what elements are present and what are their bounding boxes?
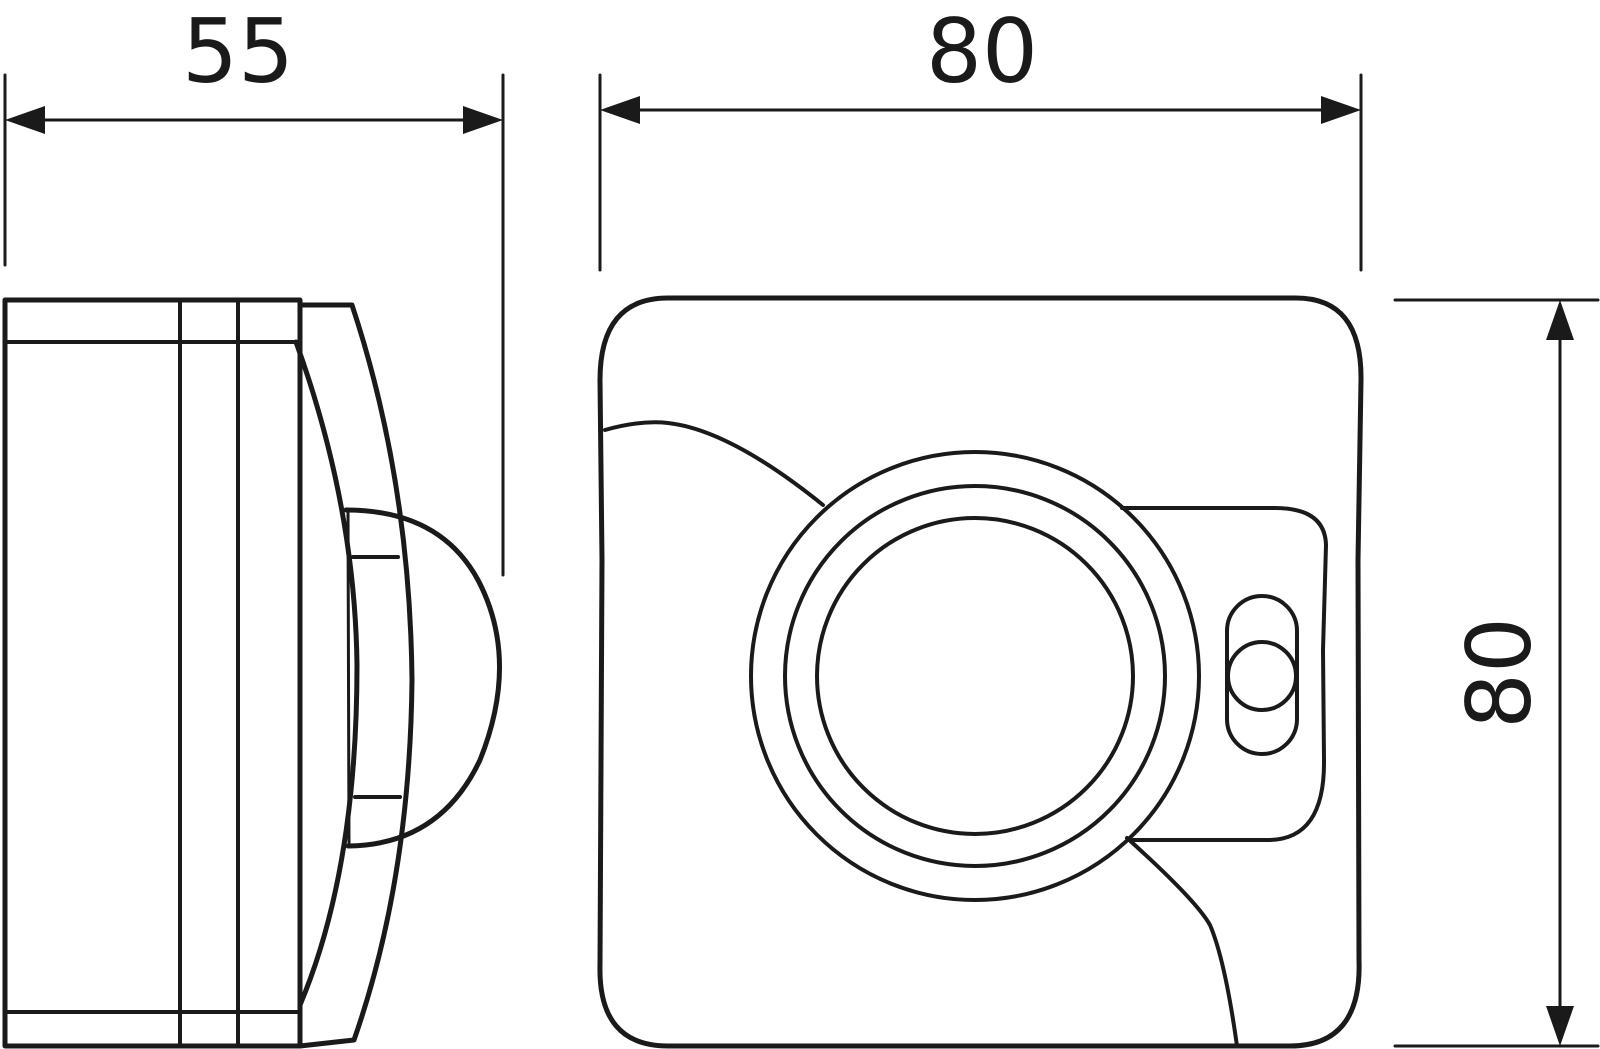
dimension-label-front-width: 80 xyxy=(926,0,1038,103)
arrow-left-icon xyxy=(600,96,640,124)
dimension-label-side-width: 55 xyxy=(182,0,294,103)
arrow-down-icon xyxy=(1546,1006,1574,1046)
side-body-outline xyxy=(2,297,303,1049)
front-adjustment-knob xyxy=(1226,640,1298,712)
dimension-front-width: 80 xyxy=(598,0,1363,272)
side-view xyxy=(2,297,502,1049)
arrow-up-icon xyxy=(1546,300,1574,340)
dimension-front-height: 80 xyxy=(1393,298,1600,1048)
dimension-label-front-height: 80 xyxy=(1448,617,1551,729)
front-sensor-outer-ring xyxy=(749,450,1201,902)
arrow-right-icon xyxy=(1321,96,1361,124)
side-lens-base xyxy=(346,508,351,848)
side-lens-dome xyxy=(343,507,502,849)
arrow-right-icon xyxy=(463,106,503,134)
dimension-side-width: 55 xyxy=(3,0,505,577)
arrow-left-icon xyxy=(5,106,45,134)
side-cover-outer-profile xyxy=(297,302,415,1049)
front-adjustment-slot xyxy=(1225,594,1299,756)
front-sweep-lower xyxy=(1125,836,1239,1048)
front-sweep-upper xyxy=(603,420,825,507)
front-sensor-middle-ring xyxy=(783,484,1167,868)
front-view xyxy=(597,295,1364,1049)
front-sensor-lens xyxy=(815,516,1135,836)
front-control-panel xyxy=(1120,506,1328,842)
front-housing-outline xyxy=(597,295,1364,1049)
side-cover-inner-profile xyxy=(293,339,360,1008)
